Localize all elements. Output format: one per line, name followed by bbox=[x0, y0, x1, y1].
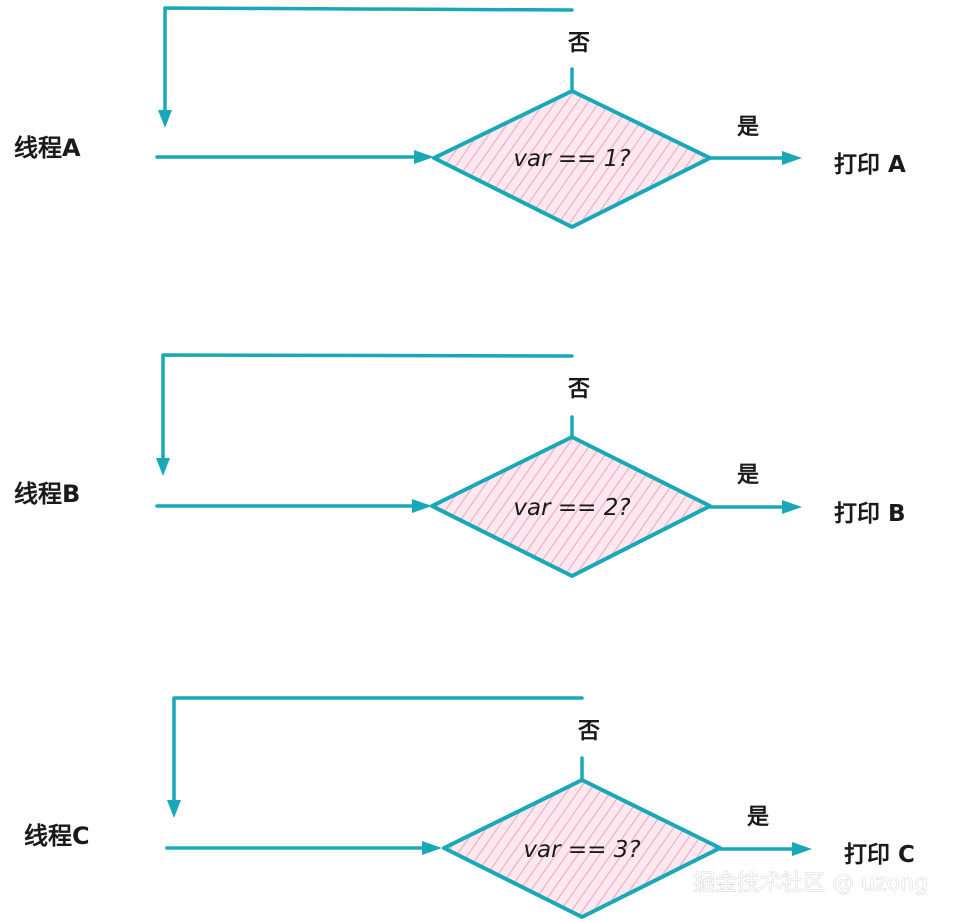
thread-c-action: 打印 C bbox=[844, 841, 915, 868]
thread-a-condition: var == 1? bbox=[513, 146, 630, 172]
thread-a-label: 线程A bbox=[14, 134, 81, 162]
thread-c-condition: var == 3? bbox=[523, 837, 640, 863]
watermark-text: 掘金技术社区 @ uzong bbox=[693, 871, 928, 896]
thread-a-loop-line bbox=[163, 6, 574, 116]
thread-b-label: 线程B bbox=[14, 480, 80, 508]
thread-b-loop-line bbox=[161, 353, 574, 464]
thread-c-loop-arrowhead bbox=[167, 800, 181, 818]
thread-a-loop-arrowhead bbox=[158, 110, 172, 128]
flow-thread-c: 线程C var == 3? 否 是 打印 C bbox=[24, 696, 915, 919]
thread-b-loop-arrowhead bbox=[156, 458, 170, 476]
flow-thread-a: 线程A var == 1? 否 是 打印 A bbox=[14, 6, 906, 229]
thread-a-entry-arrowhead bbox=[414, 150, 434, 164]
thread-b-yes-arrowhead bbox=[782, 500, 802, 514]
thread-b-yes-label: 是 bbox=[737, 463, 759, 488]
thread-c-loop-line bbox=[172, 696, 584, 806]
thread-a-yes-label: 是 bbox=[737, 115, 759, 140]
thread-b-no-label: 否 bbox=[567, 377, 590, 402]
thread-a-no-label: 否 bbox=[567, 31, 590, 56]
thread-c-entry-arrowhead bbox=[422, 841, 442, 855]
thread-b-condition: var == 2? bbox=[513, 495, 630, 521]
thread-b-entry-arrowhead bbox=[412, 499, 432, 513]
thread-c-label: 线程C bbox=[24, 822, 90, 850]
thread-c-yes-label: 是 bbox=[747, 805, 769, 830]
thread-a-yes-arrowhead bbox=[782, 151, 802, 165]
thread-c-no-label: 否 bbox=[577, 719, 600, 744]
thread-b-action: 打印 B bbox=[834, 500, 906, 527]
thread-a-action: 打印 A bbox=[834, 151, 906, 178]
thread-c-yes-arrowhead bbox=[792, 842, 812, 856]
flow-thread-b: 线程B var == 2? 否 是 打印 B bbox=[14, 353, 906, 578]
